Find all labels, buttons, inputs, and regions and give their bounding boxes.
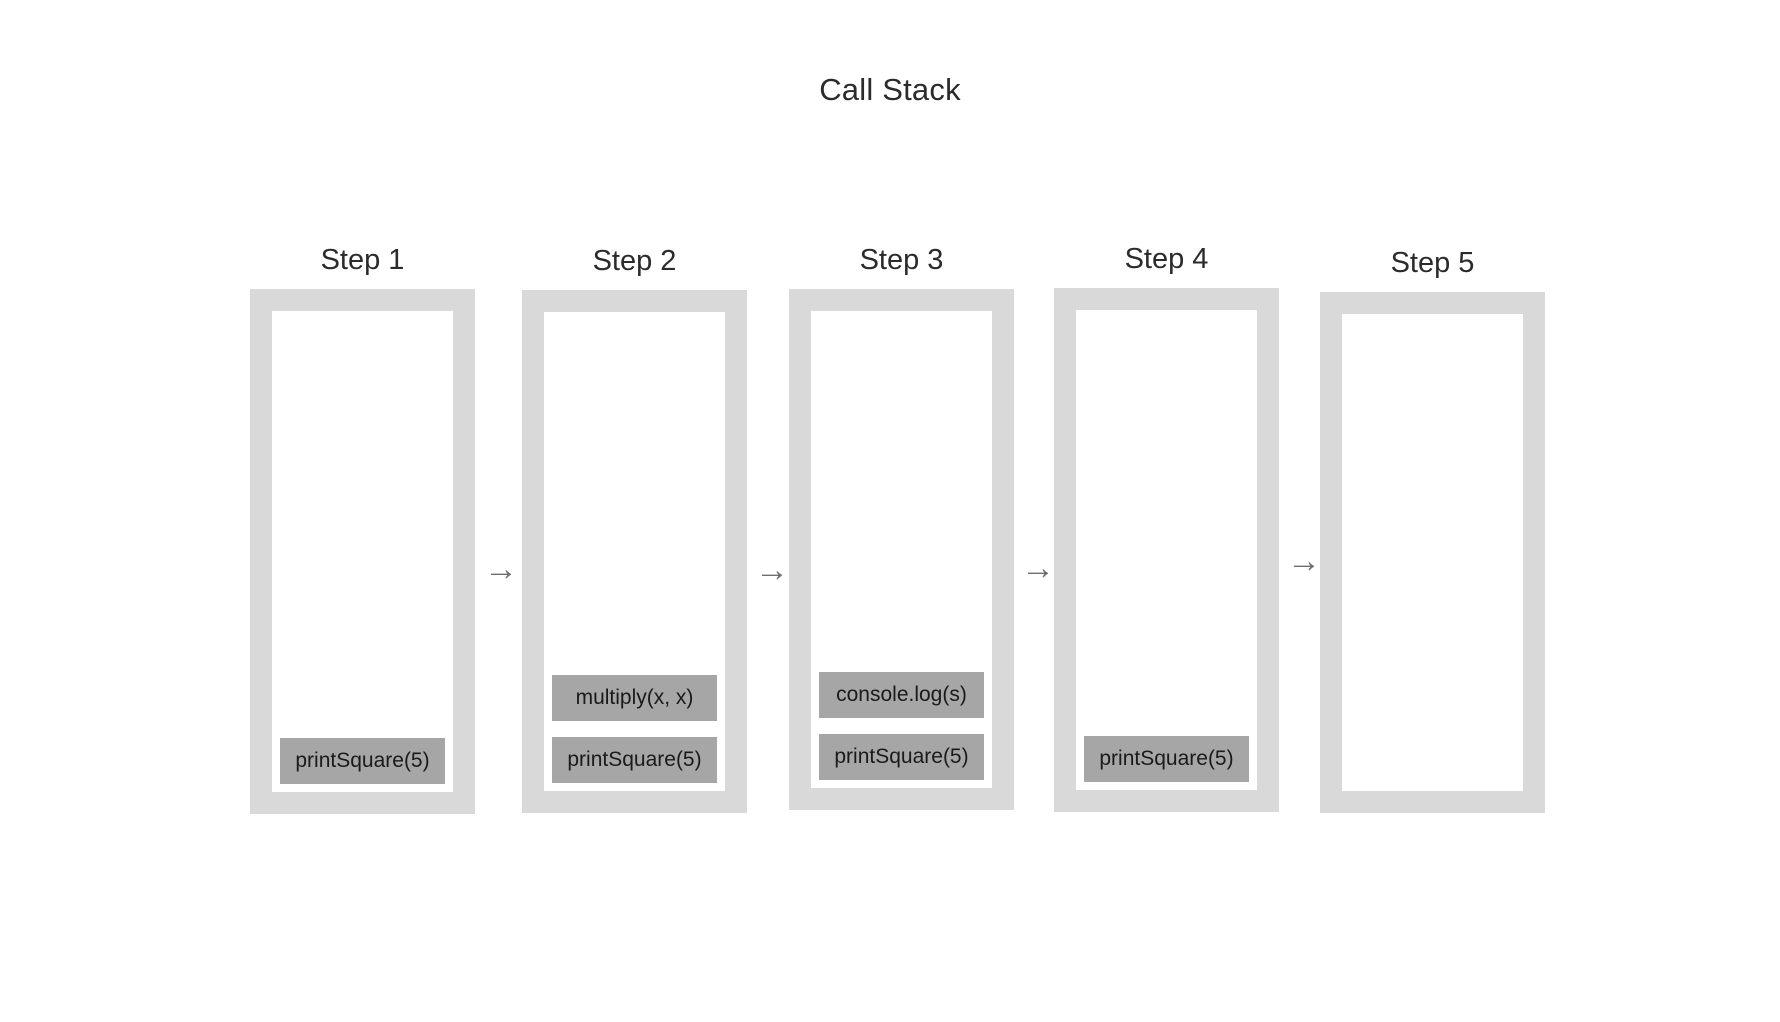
arrow-right-icon: → bbox=[1287, 542, 1321, 580]
step-column-3: Step 3 console.log(s) printSquare(5) bbox=[789, 244, 1014, 810]
stack-box-2: multiply(x, x) printSquare(5) bbox=[522, 290, 747, 813]
stack-frame: printSquare(5) bbox=[280, 738, 445, 784]
step-label-1: Step 1 bbox=[320, 244, 405, 276]
stack-frame: console.log(s) bbox=[819, 672, 984, 718]
arrow-right-icon: → bbox=[1021, 549, 1055, 587]
step-column-2: Step 2 multiply(x, x) printSquare(5) bbox=[522, 245, 747, 813]
stack-box-3: console.log(s) printSquare(5) bbox=[789, 289, 1014, 810]
arrow-right-icon: → bbox=[484, 550, 518, 588]
arrow-right-icon: → bbox=[755, 551, 789, 589]
stack-box-1: printSquare(5) bbox=[250, 289, 475, 814]
stack-box-4: printSquare(5) bbox=[1054, 288, 1279, 812]
stack-box-5 bbox=[1320, 292, 1545, 813]
stack-frame: printSquare(5) bbox=[1084, 736, 1249, 782]
step-column-1: Step 1 printSquare(5) bbox=[250, 244, 475, 814]
page-title: Call Stack bbox=[819, 72, 961, 107]
stack-frame: printSquare(5) bbox=[819, 734, 984, 780]
step-label-2: Step 2 bbox=[592, 245, 677, 277]
step-column-4: Step 4 printSquare(5) bbox=[1054, 243, 1279, 812]
step-column-5: Step 5 bbox=[1320, 247, 1545, 813]
stack-frame: multiply(x, x) bbox=[552, 675, 717, 721]
step-label-5: Step 5 bbox=[1390, 247, 1475, 279]
stack-frame: printSquare(5) bbox=[552, 737, 717, 783]
step-label-4: Step 4 bbox=[1124, 243, 1209, 275]
step-label-3: Step 3 bbox=[859, 244, 944, 276]
